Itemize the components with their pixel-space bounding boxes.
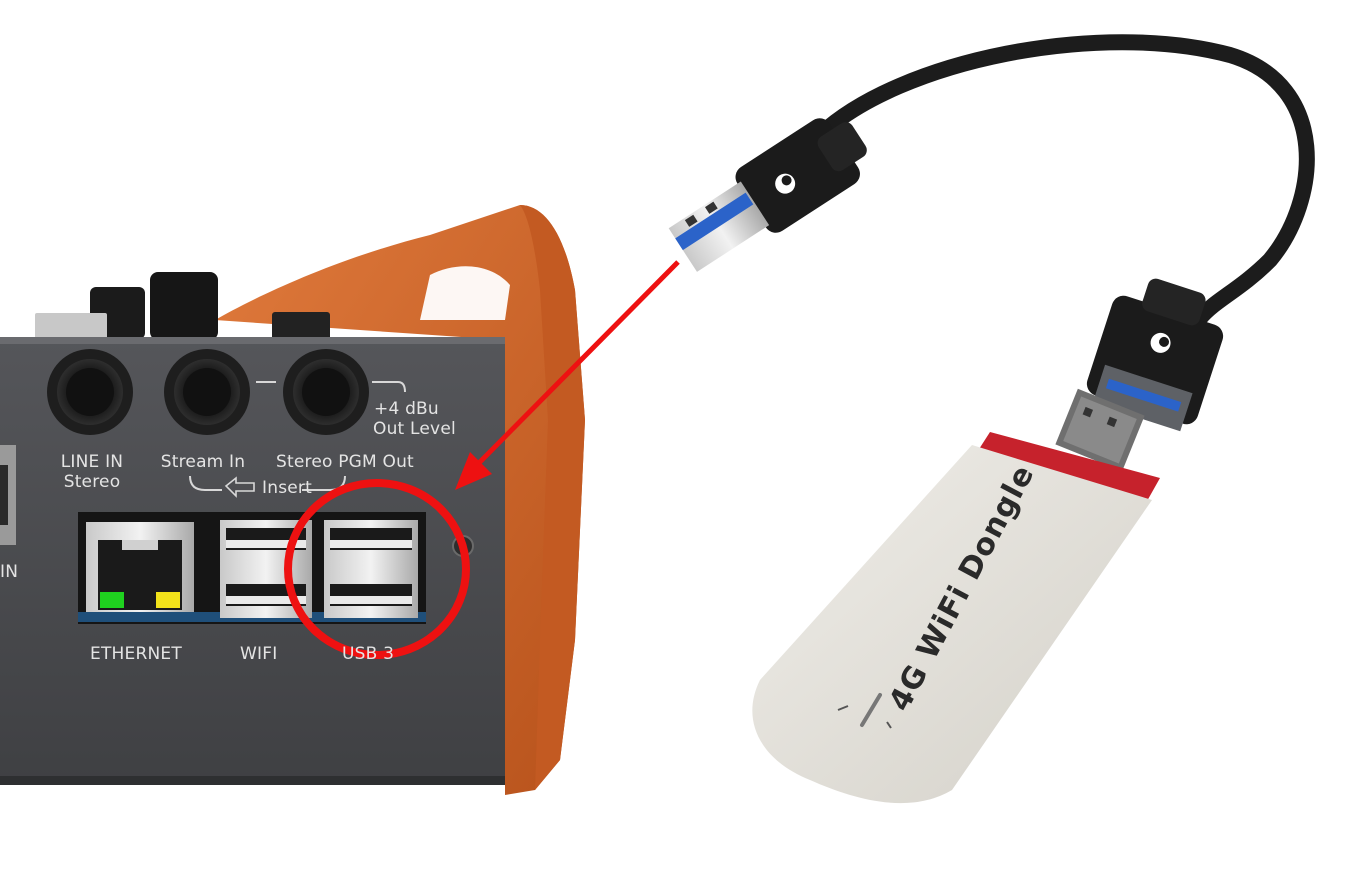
label-line-in: LINE IN (60, 452, 124, 472)
label-insert: Insert (262, 478, 312, 498)
label-left-edge: IN (0, 562, 19, 582)
wifi-dongle (752, 388, 1160, 804)
label-line-in-sub: Stereo (63, 472, 121, 492)
usb-male-connector (668, 118, 867, 272)
red-highlight-circle (284, 479, 470, 659)
label-out-level-bottom: Out Level (373, 419, 456, 439)
label-stereo-pgm-out: Stereo PGM Out (276, 452, 414, 472)
red-arrow-head (455, 452, 492, 490)
label-out-level-top: +4 dBu (374, 399, 439, 419)
label-stream-in: Stream In (160, 452, 246, 472)
red-annotation (284, 260, 680, 659)
top-knob (150, 272, 218, 340)
usb-extension-cable (668, 34, 1315, 432)
red-arrow (468, 260, 680, 474)
ethernet-led-yellow (156, 592, 180, 608)
label-wifi: WIFI (240, 644, 278, 664)
jack-stream-in (164, 349, 250, 435)
usb3-ports (324, 520, 418, 618)
label-usb: USB 3 (342, 644, 395, 664)
usb-female-connector (1086, 278, 1224, 432)
jack-line-in (47, 349, 133, 435)
label-ethernet: ETHERNET (90, 644, 182, 664)
insert-arrow-icon (224, 476, 255, 498)
dongle-body (752, 445, 1152, 804)
jack-stereo-pgm-out (283, 349, 369, 435)
cable-wire (812, 34, 1315, 326)
dongle-indicator-icon (860, 693, 882, 727)
ethernet-led-green (100, 592, 124, 608)
top-slider (35, 313, 107, 341)
audio-interface-device (0, 205, 585, 795)
ethernet-port (86, 522, 194, 612)
top-connector (272, 312, 330, 342)
